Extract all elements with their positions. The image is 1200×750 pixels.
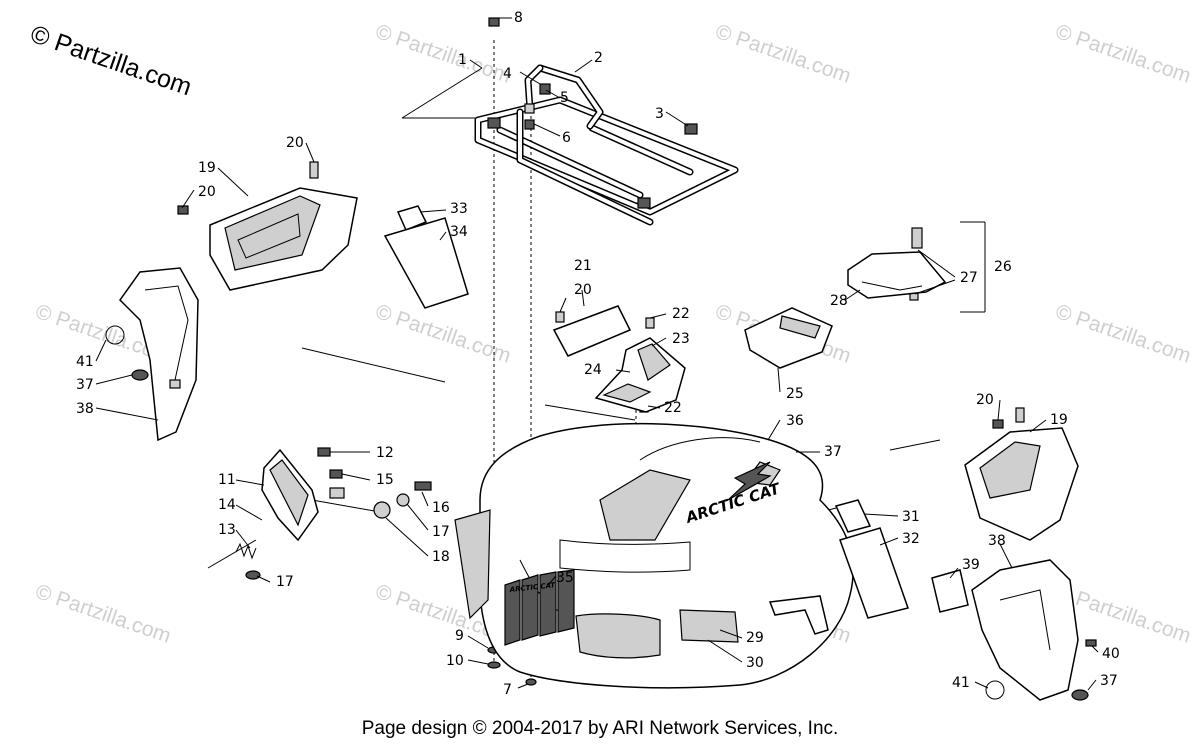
callout-12: 12	[376, 445, 394, 461]
callout-5: 5	[560, 90, 569, 106]
callout-20d: 20	[976, 392, 994, 408]
callout-19: 19	[198, 160, 216, 176]
callout-36: 36	[786, 413, 804, 429]
callout-38: 38	[76, 401, 94, 417]
callout-1: 1	[458, 52, 467, 68]
callout-33: 33	[450, 201, 468, 217]
callout-11: 11	[218, 472, 236, 488]
callout-13: 13	[218, 522, 236, 538]
callout-25: 25	[786, 386, 804, 402]
callout-28: 28	[830, 293, 848, 309]
callout-14: 14	[218, 497, 236, 513]
callout-3: 3	[655, 106, 664, 122]
callout-32: 32	[902, 531, 920, 547]
hardware	[105, 17, 1097, 701]
callout-26: 26	[994, 259, 1012, 275]
callouts: 1 2 3 4 5 6 7 8 9 10 11 12 13 14 15 16 1…	[76, 10, 1120, 698]
callout-22b: 22	[664, 400, 682, 416]
callout-37: 37	[824, 444, 842, 460]
side-panel-left	[209, 187, 358, 291]
fender-flap	[768, 595, 829, 635]
front-body: ARCTIC CAT ARCTIC CAT	[454, 422, 854, 689]
decals-33-34	[383, 205, 469, 309]
callout-7: 7	[503, 682, 512, 698]
callout-15: 15	[376, 472, 394, 488]
callout-35: 35	[556, 570, 574, 586]
panel-25	[744, 307, 833, 369]
callout-16: 16	[432, 500, 450, 516]
panel-23-24	[594, 337, 686, 413]
callout-29: 29	[746, 630, 764, 646]
callout-27: 27	[960, 270, 978, 286]
fender-splash-left	[119, 267, 199, 442]
callout-19b: 19	[1050, 412, 1068, 428]
callout-41: 41	[76, 354, 94, 370]
callout-17b: 17	[276, 574, 294, 590]
callout-17: 17	[432, 524, 450, 540]
callout-10: 10	[446, 653, 464, 669]
callout-23: 23	[672, 331, 690, 347]
callout-31: 31	[902, 509, 920, 525]
callout-38b: 38	[988, 533, 1006, 549]
cover-21	[552, 305, 632, 357]
callout-2: 2	[594, 50, 603, 66]
side-panel-right	[964, 427, 1079, 541]
fender-splash-right	[931, 559, 1079, 701]
callout-39: 39	[962, 557, 980, 573]
callout-6: 6	[562, 130, 571, 146]
callout-20c: 20	[574, 282, 592, 298]
callout-22: 22	[672, 306, 690, 322]
callout-4: 4	[503, 66, 512, 82]
decals-31-32	[834, 499, 909, 619]
callout-20: 20	[286, 135, 304, 151]
callout-24: 24	[584, 362, 602, 378]
headlight-left	[261, 448, 319, 542]
leader-lines	[95, 17, 1099, 691]
callout-40: 40	[1102, 646, 1120, 662]
callout-30: 30	[746, 655, 764, 671]
rear-rack	[474, 64, 739, 226]
cat-logo-icon	[727, 461, 772, 501]
callout-34: 34	[450, 224, 468, 240]
callout-41b: 41	[952, 675, 970, 691]
callout-20b: 20	[198, 184, 216, 200]
callout-8: 8	[514, 10, 523, 26]
callout-37c: 37	[1100, 673, 1118, 689]
callout-9: 9	[455, 628, 464, 644]
copyright-footer: Page design © 2004-2017 by ARI Network S…	[361, 718, 839, 739]
callout-18: 18	[432, 549, 450, 565]
callout-37b: 37	[76, 377, 94, 393]
callout-21: 21	[574, 258, 592, 274]
